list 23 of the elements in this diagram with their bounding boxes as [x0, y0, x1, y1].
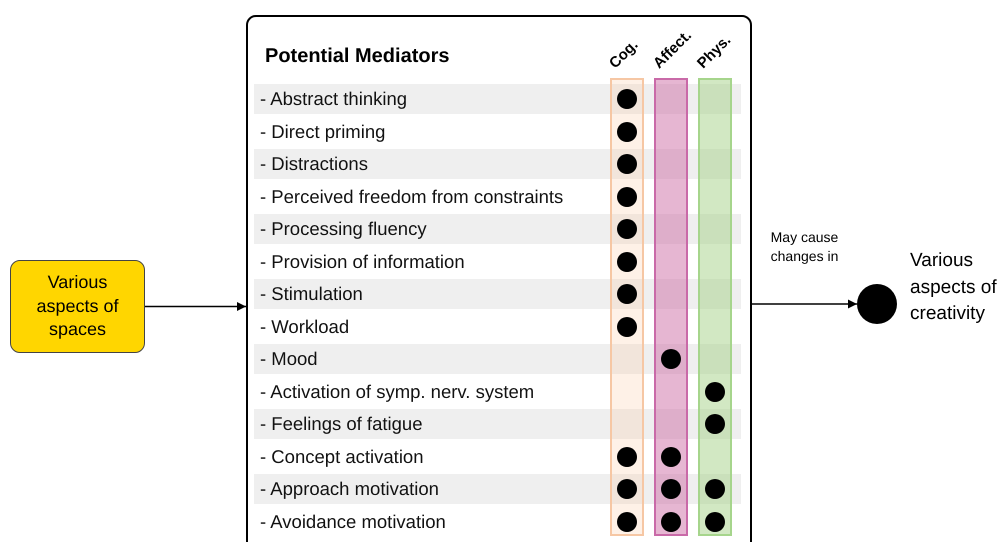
circle-node: [857, 284, 897, 324]
arrow: [752, 300, 857, 308]
mediator-label: - Stimulation: [260, 282, 363, 306]
panel-heading: Potential Mediators: [265, 45, 450, 68]
mediator-label: - Concept activation: [260, 444, 424, 469]
arrow: [145, 302, 246, 311]
mediator-label: - Provision of information: [260, 250, 465, 274]
node-caption: Various aspects of creativity: [910, 249, 998, 326]
mediators-panel: [246, 15, 752, 542]
mediator-label: - Approach motivation: [260, 477, 439, 501]
mediator-label: - Mood: [260, 347, 318, 371]
mediator-label: - Distractions: [260, 152, 368, 176]
mediator-label: - Avoidance motivation: [260, 510, 446, 534]
process-box: [10, 260, 145, 353]
column-header: Cog.: [606, 36, 642, 72]
mediator-label: - Abstract thinking: [260, 87, 408, 111]
mediator-label: - Feelings of fatigue: [260, 412, 422, 436]
mediator-label: - Activation of symp. nerv. system: [260, 380, 534, 404]
mediator-label: - Direct priming: [260, 120, 386, 144]
mediator-label: - Perceived freedom from constraints: [260, 184, 564, 208]
mediator-label: - Workload: [260, 314, 350, 338]
mediator-label: - Processing fluency: [260, 217, 427, 241]
box-text: Various aspects of spaces: [35, 271, 120, 342]
